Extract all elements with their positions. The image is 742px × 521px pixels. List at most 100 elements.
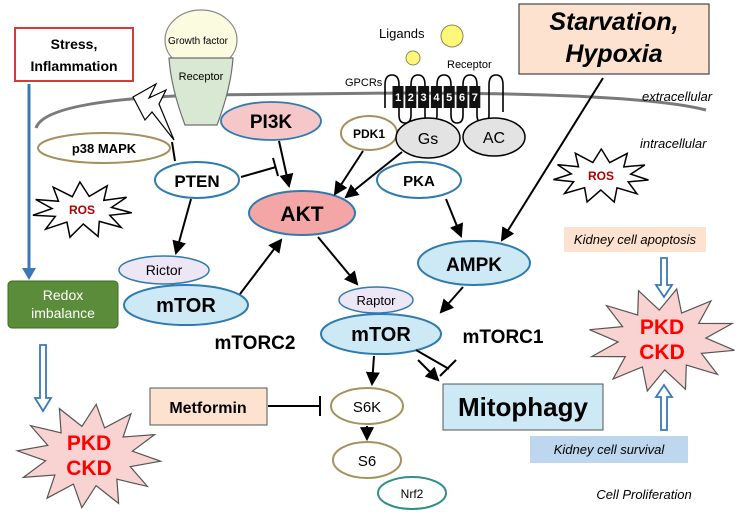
hypoxia-label: Hypoxia [565, 40, 662, 68]
ampk-label: AMPK [446, 255, 502, 276]
survival-label: Kidney cell survival [554, 442, 666, 457]
mtor-center-label: mTOR [351, 324, 411, 346]
gpcr-segment-4 [430, 86, 442, 108]
ros-burst-left [32, 180, 132, 239]
mtor-inhibits-mitophagy [415, 349, 450, 370]
pkd-ckd-burst-left [15, 402, 163, 510]
pten-label: PTEN [174, 172, 219, 191]
apoptosis-box [564, 227, 706, 252]
ampk-node [417, 240, 531, 286]
apoptosis-to-pkd-arrow [654, 257, 674, 299]
ligand-ball-large [440, 24, 464, 48]
lightning-to-pten [171, 141, 176, 162]
gpcr-segment-label-3: 3 [421, 92, 427, 104]
s6k-node [330, 387, 404, 425]
stress-down-arrow [22, 84, 36, 280]
arrow-gs-to-akt [344, 151, 403, 199]
pten-inhibits-pi3k [240, 166, 277, 178]
extracellular-label: extracellular [642, 89, 713, 104]
lightning-bolt-icon [132, 82, 175, 141]
gpcr-segment-label-1: 1 [395, 92, 401, 104]
arrow-pi3k-to-akt [278, 140, 294, 189]
gpcr-segment-1 [392, 86, 404, 108]
pi3k-label: PI3K [250, 112, 293, 133]
gpcr-segment-label-6: 6 [459, 92, 465, 104]
pka-label: PKA [403, 173, 435, 190]
starvation-box [518, 3, 710, 75]
gs-node [395, 117, 461, 159]
redox-line2-label: imbalance [31, 305, 95, 321]
receptor-left-label: Receptor [179, 71, 224, 83]
akt-node [248, 190, 356, 236]
arrow-pten-to-rictor [172, 198, 192, 256]
survival-box [530, 436, 688, 463]
arrow-akt-to-raptor [317, 236, 359, 286]
pi3k-node [220, 101, 322, 141]
arrow-pdk1-to-akt [333, 150, 364, 196]
pathway-arrows [172, 77, 604, 442]
growth-factor-label: Growth factor [168, 36, 229, 47]
ros-burst-right [553, 147, 649, 204]
inhibition-bars [171, 141, 457, 416]
pkd-ckd-burst-right [589, 287, 735, 393]
gpcr-segment-7 [469, 86, 481, 108]
proliferation-label: Cell Proliferation [596, 487, 691, 502]
arrow-mtor-to-akt [239, 238, 283, 295]
stress-box [14, 27, 134, 82]
starvation-label: Starvation, [549, 8, 678, 36]
ros-right-label: ROS [588, 169, 614, 183]
s6-node [332, 441, 402, 479]
p38-mapk-label: p38 MAPK [72, 141, 137, 156]
mtor-inhibits-mitophagy-bar [439, 359, 457, 377]
pkd-right-label: PKD [640, 316, 684, 339]
nrf2-node [377, 476, 447, 510]
ckd-right-label: CKD [639, 341, 685, 364]
s6-label: S6 [358, 453, 376, 470]
ckd-left-label: CKD [66, 457, 112, 480]
mtorc1-label: mTORC1 [463, 327, 544, 348]
inflammation-label: Inflammation [30, 58, 117, 74]
intracellular-label: intracellular [640, 136, 707, 151]
pkd-left-label: PKD [67, 432, 111, 455]
ac-node [462, 117, 526, 157]
gpcr-segment-2 [405, 86, 417, 108]
ligand-ball-small [405, 50, 421, 66]
metformin-label: Metformin [169, 400, 246, 417]
growth-factor-receptor [168, 57, 234, 126]
pten-node [154, 161, 240, 199]
gpcr-segment-label-4: 4 [433, 92, 440, 104]
mtor-center-node [320, 313, 442, 355]
survival-to-pkd-arrow [654, 383, 674, 431]
arrow-ampk-to-raptor [439, 286, 464, 314]
akt-label: AKT [280, 203, 323, 226]
mtor-left-node [123, 284, 249, 326]
arrow-pka-to-ampk [445, 198, 464, 238]
mtorc2-label: mTORC2 [215, 333, 296, 354]
redox-line1-label: Redox [43, 287, 83, 303]
rictor-label: Rictor [146, 262, 183, 278]
gpcr-segment-label-5: 5 [446, 92, 452, 104]
raptor-label: Raptor [356, 293, 396, 308]
stress-label: Stress, [51, 36, 98, 52]
gpcr-segment-3 [418, 86, 430, 108]
ligands-label: Ligands [379, 26, 425, 41]
ros-left-label: ROS [69, 203, 95, 217]
nrf2-label: Nrf2 [401, 487, 424, 501]
raptor-node [338, 286, 414, 314]
mtor-left-label: mTOR [156, 295, 216, 317]
gs-label: Gs [418, 131, 438, 148]
pka-node [376, 161, 462, 199]
ac-label: AC [483, 130, 505, 147]
gpcr-segment-6 [456, 86, 468, 108]
s6k-label: S6K [353, 399, 381, 416]
arrow-mtor-to-s6k [365, 355, 380, 387]
gpcrs-label: GPCRs [345, 77, 383, 89]
pdk1-label: PDK1 [353, 127, 385, 141]
apoptosis-label: Kidney cell apoptosis [574, 232, 697, 247]
rictor-node [118, 255, 210, 285]
pten-inhibits-pi3k-bar [272, 157, 279, 177]
redox-box [7, 280, 119, 329]
